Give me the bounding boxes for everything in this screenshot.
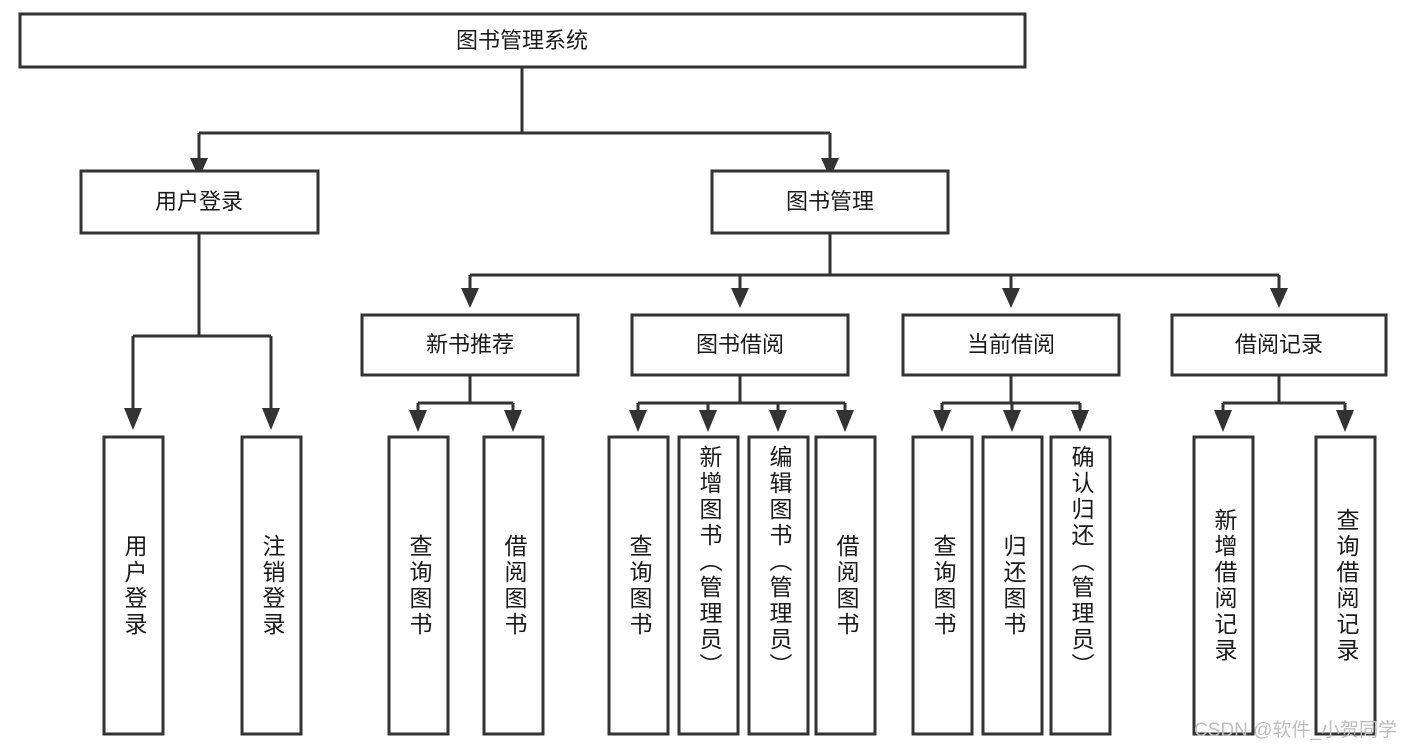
arrow-root-to-book-manage bbox=[821, 158, 839, 178]
arrow-book-borrow-to-leaf-edit-book bbox=[769, 410, 787, 432]
edge-current-borrow-trunk bbox=[940, 375, 1082, 412]
connector-group bbox=[124, 67, 1354, 432]
arrow-new-book-rec-to-leaf-borrow-book bbox=[504, 410, 522, 432]
edge-root-trunk bbox=[197, 67, 832, 160]
node-label-borrow-record: 借阅记录 bbox=[1235, 332, 1323, 357]
arrow-borrow-record-to-leaf-query-record bbox=[1336, 410, 1354, 432]
node-box-new-book-rec[interactable] bbox=[360, 313, 580, 377]
arrow-root-to-user-login bbox=[190, 158, 208, 178]
arrow-book-borrow-to-leaf-borrow-book bbox=[836, 410, 854, 432]
edge-borrow-record-trunk bbox=[1221, 375, 1347, 412]
arrow-new-book-rec-to-leaf-query-book bbox=[409, 410, 427, 432]
arrow-borrow-record-to-leaf-add-record bbox=[1214, 410, 1232, 432]
node-box-leaf-add-book[interactable] bbox=[677, 435, 740, 736]
arrow-current-borrow-to-leaf-confirm-return bbox=[1071, 410, 1089, 432]
node-box-leaf-add-record[interactable] bbox=[1192, 435, 1255, 736]
node-label-book-manage: 图书管理 bbox=[786, 189, 874, 214]
node-box-leaf-confirm-return[interactable] bbox=[1049, 435, 1112, 736]
arrow-current-borrow-to-leaf-return-book bbox=[1003, 410, 1021, 432]
arrow-user-login-to-leaf-user-login bbox=[124, 408, 142, 430]
node-label-current-borrow: 当前借阅 bbox=[967, 332, 1055, 357]
node-box-borrow-record[interactable] bbox=[1170, 313, 1388, 377]
node-box-current-borrow[interactable] bbox=[901, 313, 1121, 377]
node-box-user-login[interactable] bbox=[79, 169, 320, 235]
arrow-current-borrow-to-leaf-query-book bbox=[933, 410, 951, 432]
arrow-book-borrow-to-leaf-query-book bbox=[629, 410, 647, 432]
arrow-book-manage-to-book-borrow bbox=[731, 288, 749, 308]
node-box-leaf-query-book-3[interactable] bbox=[911, 435, 974, 736]
arrow-book-borrow-to-leaf-add-book bbox=[699, 410, 717, 432]
edge-new-book-rec-trunk bbox=[416, 375, 515, 412]
edge-book-manage-trunk bbox=[468, 233, 1281, 290]
watermark-text: CSDN @软件_小贺同学 bbox=[1194, 720, 1397, 741]
node-box-leaf-edit-book[interactable] bbox=[747, 435, 810, 736]
node-box-leaf-query-book-1[interactable] bbox=[387, 435, 450, 736]
node-label-user-login: 用户登录 bbox=[155, 189, 243, 214]
node-group: 图书管理系统 用户登录 图书管理 新书推荐 图书借阅 当前借阅 借阅记录 bbox=[18, 12, 1388, 736]
node-box-leaf-user-login[interactable] bbox=[102, 435, 165, 736]
node-box-root[interactable] bbox=[18, 12, 1027, 69]
node-box-book-manage[interactable] bbox=[710, 169, 950, 235]
node-box-leaf-query-book-2[interactable] bbox=[607, 435, 670, 736]
node-box-leaf-logout-login[interactable] bbox=[240, 435, 303, 736]
node-label-root: 图书管理系统 bbox=[456, 28, 588, 53]
node-box-book-borrow[interactable] bbox=[630, 313, 850, 377]
node-label-book-borrow: 图书借阅 bbox=[696, 332, 784, 357]
edge-user-login-trunk bbox=[131, 233, 273, 410]
node-label-new-book-rec: 新书推荐 bbox=[426, 332, 514, 357]
node-box-leaf-borrow-book-1[interactable] bbox=[482, 435, 545, 736]
edge-book-borrow-trunk bbox=[636, 375, 847, 412]
node-box-leaf-return-book[interactable] bbox=[981, 435, 1044, 736]
arrow-book-manage-to-borrow-record bbox=[1270, 288, 1288, 308]
arrow-book-manage-to-new-book-rec bbox=[461, 288, 479, 308]
node-box-leaf-query-record[interactable] bbox=[1314, 435, 1377, 736]
node-box-leaf-borrow-book-2[interactable] bbox=[814, 435, 877, 736]
arrow-book-manage-to-current-borrow bbox=[1002, 288, 1020, 308]
arrow-user-login-to-leaf-logout bbox=[262, 408, 280, 430]
